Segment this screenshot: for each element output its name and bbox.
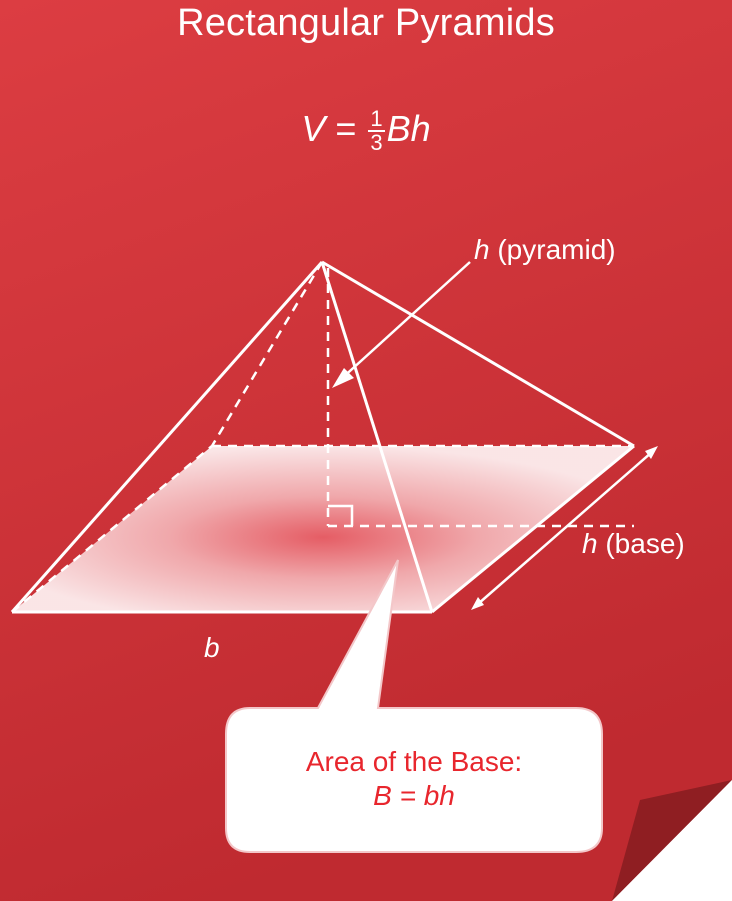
right-angle-marker <box>328 504 354 526</box>
base-height-arrowhead-bottom <box>471 597 484 610</box>
hidden-edge-left <box>11 445 213 613</box>
pyramid-height-arrowhead <box>332 368 354 388</box>
base-height-arrow <box>477 451 653 605</box>
label-h-base-var: h <box>582 528 598 559</box>
formula-fraction: 1 3 <box>368 106 385 156</box>
fraction-denominator: 3 <box>370 130 383 156</box>
edge-apex-front-right <box>320 261 434 613</box>
callout-text: Area of the Base: B = bh <box>234 745 594 813</box>
base-height-arrowhead-top <box>645 446 658 459</box>
formula-rhs: Bh <box>386 108 431 149</box>
edge-apex-left <box>10 261 324 613</box>
label-h-pyramid-text: (pyramid) <box>497 234 616 265</box>
page-title: Rectangular Pyramids <box>177 2 555 44</box>
formula-lhs: V <box>301 108 326 149</box>
label-h-base: h (base) <box>582 528 685 560</box>
edge-right-base <box>431 444 635 614</box>
fraction-numerator: 1 <box>368 106 385 133</box>
label-b-var: b <box>204 632 220 663</box>
formula-equals: = <box>335 108 357 149</box>
edge-apex-back-right <box>321 260 635 448</box>
pyramid-base <box>12 446 634 612</box>
label-h-base-text: (base) <box>605 528 685 559</box>
callout-line1: Area of the Base: <box>305 746 523 777</box>
hidden-edge-apex <box>210 261 324 447</box>
label-h-pyramid-var: h <box>474 234 490 265</box>
label-b: b <box>204 632 220 664</box>
volume-formula: V = 1 3 Bh <box>0 108 732 154</box>
label-h-pyramid: h (pyramid) <box>474 234 616 266</box>
callout-line2: B = bh <box>373 780 455 811</box>
pyramid-height-arrow <box>339 261 471 381</box>
callout-bubble <box>225 559 603 853</box>
